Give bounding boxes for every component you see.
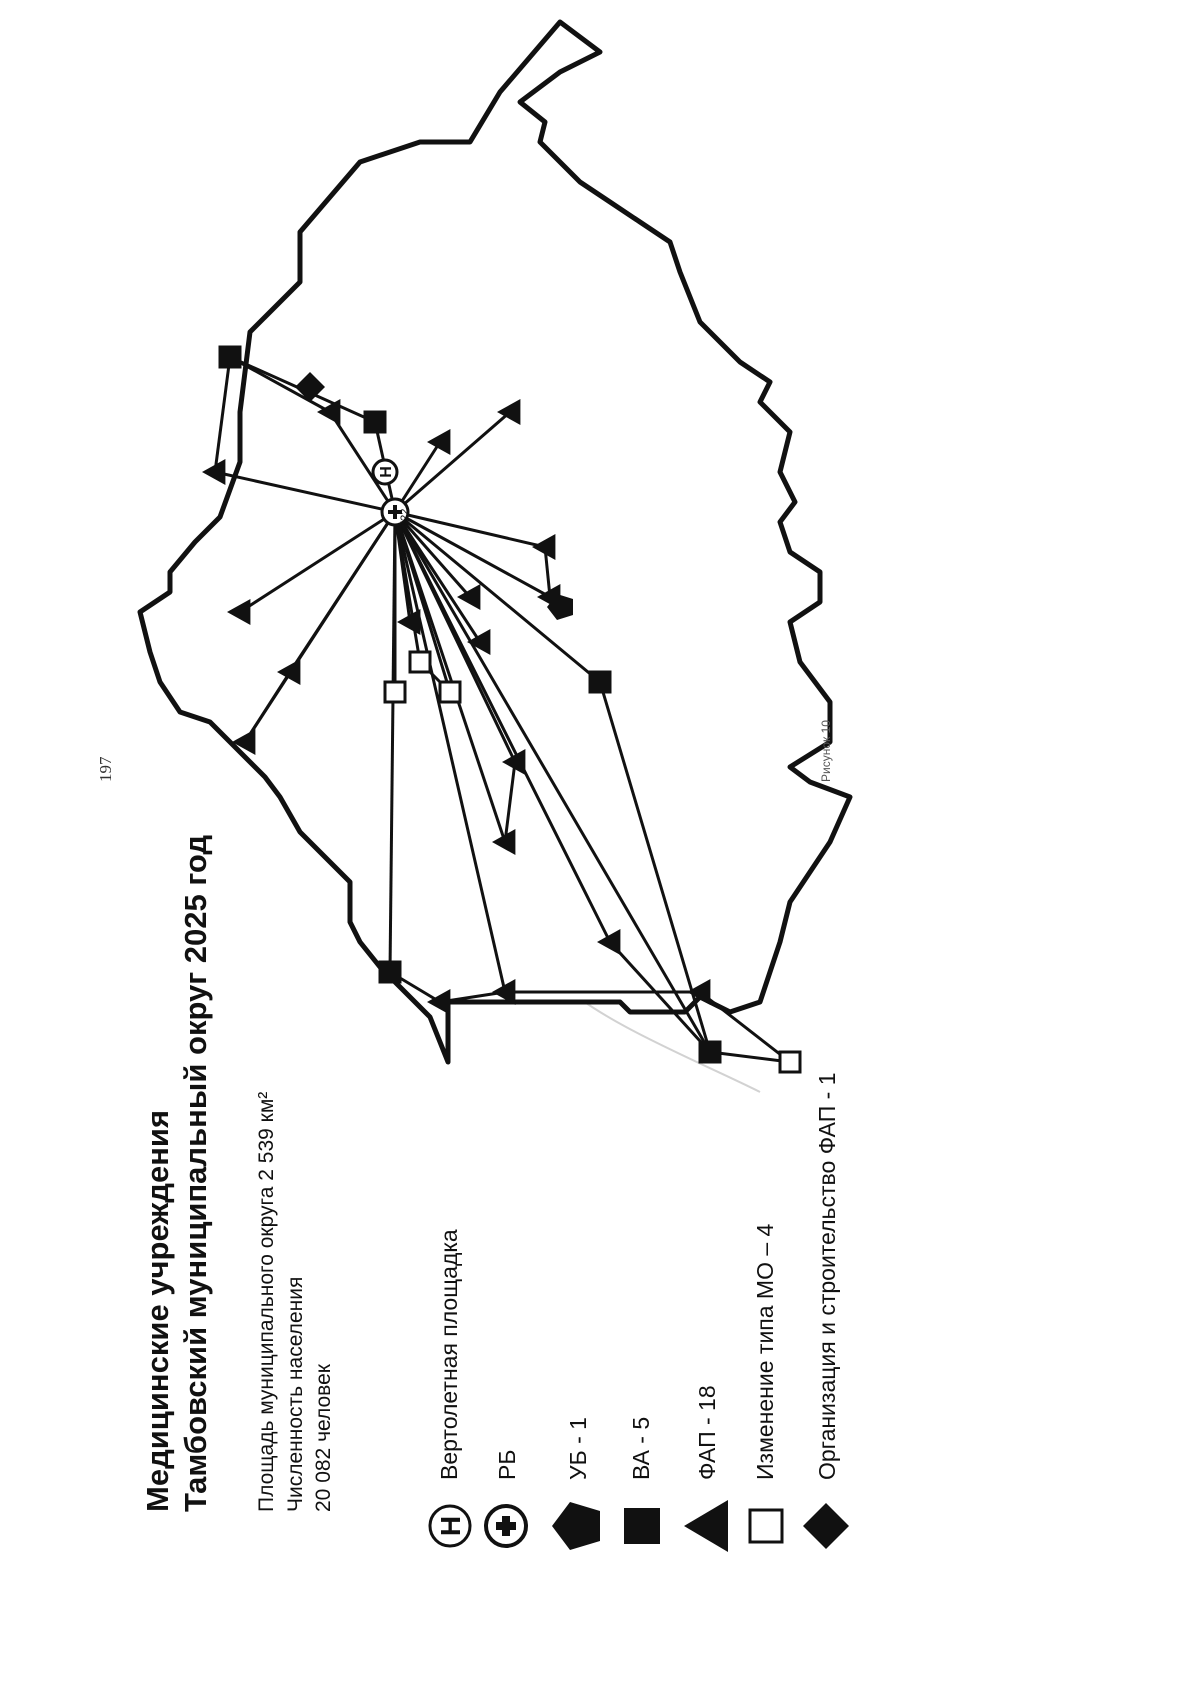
facility-markers: H: [202, 345, 802, 1074]
fap-triangle-icon: [427, 989, 451, 1015]
fap-triangle-icon: [457, 584, 481, 610]
link-p4: [214, 470, 396, 514]
link-p6-p7: [243, 671, 292, 743]
open-square-icon: [748, 1508, 784, 1544]
link-p14-p15: [503, 761, 517, 843]
va-square-icon: [378, 960, 402, 984]
hub-label: 722: [399, 509, 411, 527]
rb-cross-mark: [388, 505, 402, 519]
fap-triangle-icon: [502, 749, 526, 775]
link-p7: [288, 511, 397, 673]
pentagon-icon: [552, 1502, 600, 1550]
mo-change-square-icon: [438, 680, 462, 704]
link-p17: [393, 511, 612, 943]
fap-triangle-icon: [492, 979, 516, 1005]
link-p2: [328, 411, 397, 513]
fap-triangle-icon: [492, 829, 516, 855]
triangle-icon: [684, 1500, 728, 1552]
map-helipad-icon: [371, 458, 399, 486]
link-p3-p4: [213, 356, 232, 473]
mo-change-square-icon: [408, 650, 432, 674]
fap-construction-diamond-icon: [295, 372, 325, 402]
district-boundary: [137, 19, 853, 1065]
link-p10-p11: [543, 546, 552, 598]
fap-triangle-icon: [532, 534, 556, 560]
link-p22: [393, 511, 422, 663]
mo-change-square-icon: [383, 680, 407, 704]
fap-triangle-icon: [467, 629, 491, 655]
fap-triangle-icon: [397, 609, 421, 635]
fap-triangle-icon: [227, 599, 251, 625]
fap-triangle-icon: [497, 399, 521, 425]
svg-text:H: H: [435, 1516, 466, 1536]
link-p16: [393, 511, 507, 993]
va-square-icon: [363, 410, 387, 434]
fap-triangle-icon: [232, 729, 256, 755]
diamond-icon: [803, 1503, 849, 1549]
fap-triangle-icon: [317, 399, 341, 425]
link-p11: [394, 510, 546, 549]
map-helipad-letter: H: [378, 466, 395, 478]
va-square-icon: [218, 345, 242, 369]
link-p13: [394, 410, 511, 514]
fap-triangle-icon: [277, 659, 301, 685]
fap-triangle-icon: [427, 429, 451, 455]
ub-pentagon-icon: [547, 594, 573, 620]
mo-change-square-icon: [778, 1050, 802, 1074]
filled-square-icon: [624, 1508, 660, 1544]
link-p20: [393, 511, 452, 693]
fap-triangle-icon: [687, 979, 711, 1005]
link-p5: [239, 510, 396, 614]
link-p26-p27: [699, 990, 791, 1064]
link-p9: [393, 511, 472, 598]
fap-triangle-icon: [597, 929, 621, 955]
link-p21: [394, 510, 601, 684]
hospital-cross-icon: [484, 1504, 528, 1548]
va-square-icon: [588, 670, 612, 694]
link-p25-p27: [709, 1050, 791, 1064]
helipad-icon: H: [428, 1504, 472, 1548]
fap-triangle-icon: [202, 459, 226, 485]
figure-caption: Рисунок 10: [819, 720, 833, 782]
link-p25-p17: [608, 940, 712, 1054]
link-p10: [394, 510, 551, 599]
link-p25: [393, 511, 712, 1053]
link-p2-p3: [229, 355, 331, 414]
va-square-icon: [698, 1040, 722, 1064]
link-p19-p16: [439, 990, 506, 1004]
